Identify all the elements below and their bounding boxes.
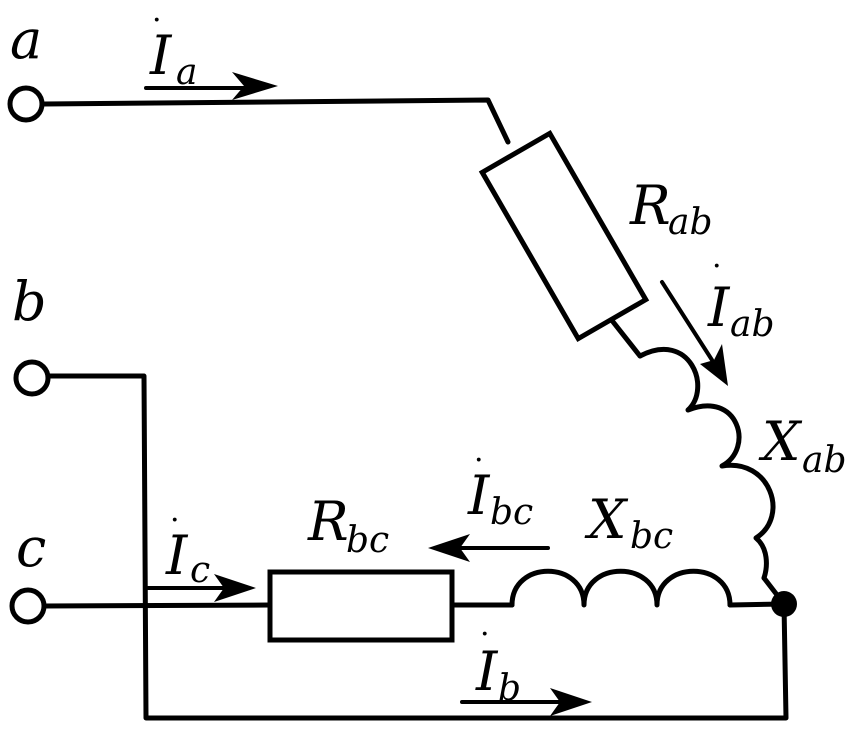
- svg-text:I: I: [475, 640, 499, 703]
- svg-text:ab: ab: [802, 440, 847, 481]
- terminal-b: [13, 359, 51, 397]
- svg-text:X: X: [758, 410, 803, 473]
- wire-c: [41, 602, 273, 609]
- svg-text:bc: bc: [630, 516, 673, 557]
- arrow-iab: [660, 280, 728, 386]
- svg-text:·: ·: [474, 443, 484, 478]
- arrow-ia: [144, 72, 278, 100]
- wire-b: [47, 373, 789, 721]
- resistor-rbc: [267, 569, 455, 643]
- svg-text:R: R: [307, 490, 349, 553]
- svg-text:a: a: [176, 52, 197, 93]
- svg-text:·: ·: [152, 3, 162, 38]
- label-xab: X ab: [758, 410, 847, 481]
- label-ibc: · I bc: [467, 443, 533, 533]
- svg-text:X: X: [584, 488, 629, 551]
- svg-text:b: b: [498, 668, 521, 709]
- svg-text:·: ·: [480, 617, 490, 652]
- arrow-ibc: [428, 534, 550, 562]
- label-ia: · I a: [149, 3, 197, 93]
- svg-text:bc: bc: [490, 492, 533, 533]
- terminal-a: [7, 85, 45, 123]
- label-rab: R ab: [629, 174, 713, 243]
- label-terminal-b: b: [12, 270, 47, 333]
- label-rbc: R bc: [307, 490, 389, 561]
- svg-text:·: ·: [170, 503, 180, 538]
- arrow-ic: [146, 574, 256, 602]
- label-iab: · I ab: [707, 249, 775, 345]
- resistor-rab: [478, 129, 650, 343]
- terminal-c: [9, 587, 47, 625]
- svg-text:·: ·: [712, 249, 722, 284]
- svg-text:I: I: [467, 464, 491, 527]
- svg-text:ab: ab: [668, 202, 713, 243]
- label-xbc: X bc: [584, 488, 673, 557]
- svg-text:R: R: [629, 174, 671, 237]
- svg-text:I: I: [707, 276, 731, 339]
- arrow-ib: [460, 688, 592, 716]
- wire-a-to-coil: [607, 315, 643, 359]
- svg-text:ab: ab: [730, 304, 775, 345]
- label-ic: · I c: [165, 503, 210, 591]
- junction-node: [771, 591, 797, 617]
- inductor-xab: [637, 347, 776, 581]
- label-terminal-a: a: [10, 8, 42, 71]
- svg-text:I: I: [149, 24, 173, 87]
- label-terminal-c: c: [16, 516, 46, 579]
- wire-a: [41, 97, 511, 145]
- svg-text:I: I: [165, 524, 189, 587]
- label-ib: · I b: [475, 617, 521, 709]
- inductor-xbc: [509, 568, 733, 608]
- svg-text:c: c: [190, 550, 210, 591]
- svg-text:bc: bc: [346, 520, 389, 561]
